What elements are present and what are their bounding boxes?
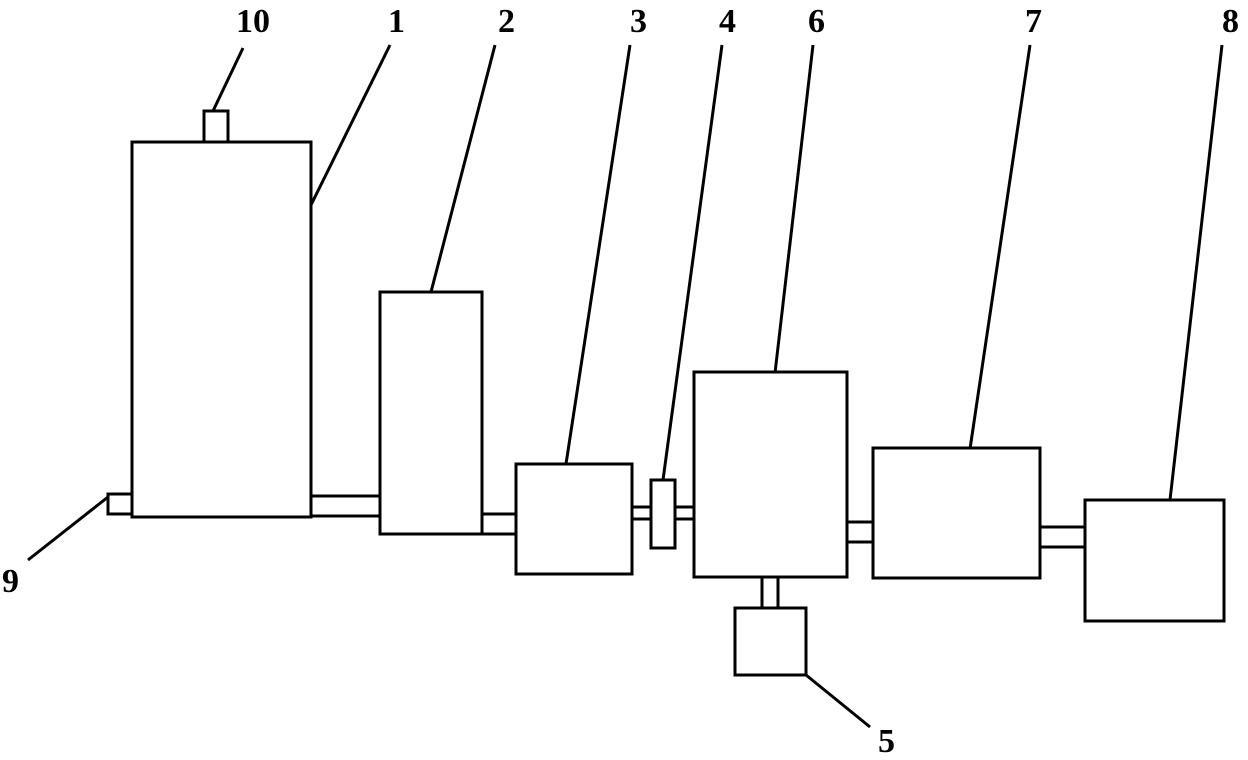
pipe-inlet-9: [106, 492, 136, 516]
pipe-top-10: [202, 109, 230, 145]
leader-line-6: [773, 44, 815, 374]
label-5: 5: [878, 723, 895, 760]
pipe-1-to-2: [308, 494, 384, 518]
pipe-7-to-8: [1036, 525, 1090, 549]
label-10: 10: [236, 3, 270, 40]
label-1: 1: [388, 3, 405, 40]
leader-line-7: [968, 44, 1032, 450]
label-2: 2: [498, 3, 515, 40]
leader-line-4: [661, 44, 724, 481]
leader-line-9: [27, 495, 109, 562]
leader-line-3: [564, 44, 632, 465]
component-8-box: [1083, 498, 1226, 623]
leader-line-5: [805, 673, 871, 729]
component-4-box: [649, 478, 677, 550]
label-4: 4: [719, 3, 736, 40]
label-7: 7: [1025, 3, 1042, 40]
component-5-box: [733, 606, 808, 677]
label-3: 3: [630, 3, 647, 40]
leader-line-8: [1168, 44, 1224, 501]
component-1-box: [130, 140, 313, 519]
label-6: 6: [808, 3, 825, 40]
label-9: 9: [2, 563, 19, 600]
leader-line-2: [429, 44, 497, 293]
pipe-2-to-3: [478, 512, 520, 536]
component-2-box: [378, 290, 484, 536]
pipe-6-to-5: [760, 573, 780, 613]
label-8: 8: [1222, 3, 1239, 40]
component-3-box: [514, 462, 634, 576]
component-7-box: [871, 446, 1042, 580]
leader-line-10: [211, 47, 245, 112]
leader-line-1: [309, 44, 392, 206]
component-6-box: [692, 370, 849, 579]
